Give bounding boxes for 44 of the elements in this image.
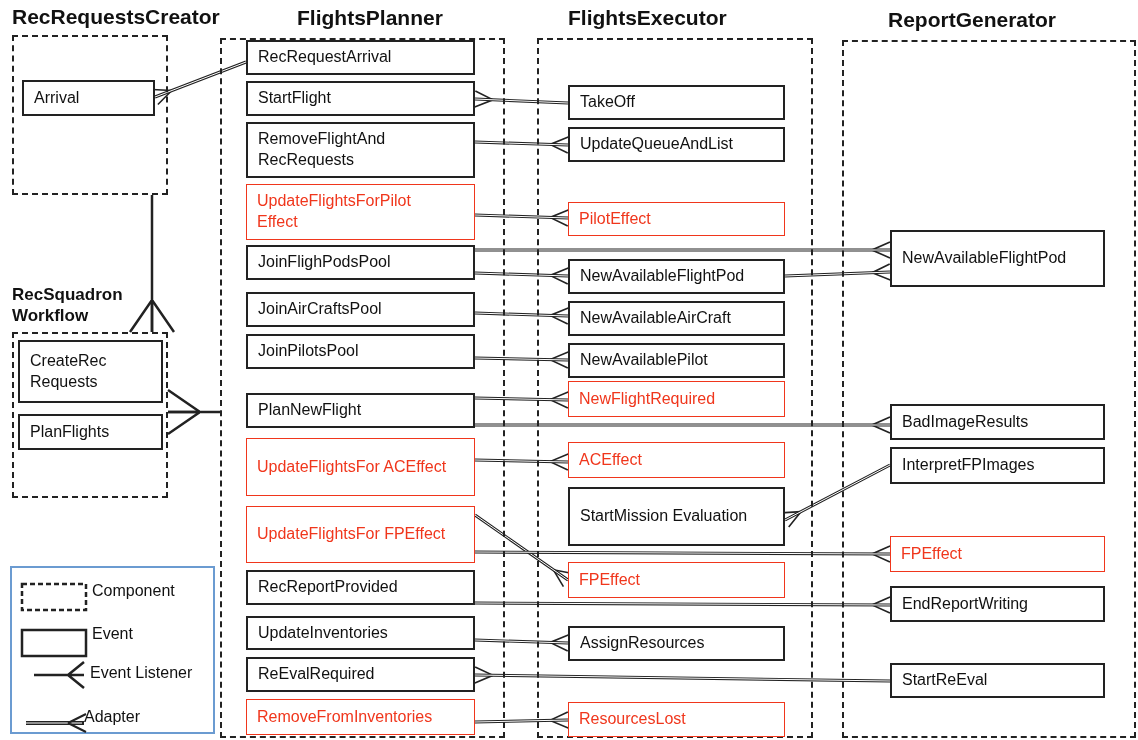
event-box: StartMission Evaluation bbox=[568, 487, 785, 546]
event-box: UpdateFlightsFor ACEffect bbox=[246, 438, 475, 496]
event-box: NewAvailableAirCraft bbox=[568, 301, 785, 336]
event-box: RecRequestArrival bbox=[246, 40, 475, 75]
event-box: NewFlightRequired bbox=[568, 381, 785, 417]
component-title: RecRequestsCreator bbox=[12, 5, 220, 29]
event-box: PlanNewFlight bbox=[246, 393, 475, 428]
legend-label: Event bbox=[92, 625, 133, 643]
event-box: NewAvailableFlightPod bbox=[890, 230, 1105, 287]
event-box: UpdateInventories bbox=[246, 616, 475, 650]
event-box: UpdateFlightsForPilot Effect bbox=[246, 184, 475, 240]
event-box: Arrival bbox=[22, 80, 155, 116]
component-title: FlightsPlanner bbox=[297, 6, 443, 30]
event-box: RemoveFromInventories bbox=[246, 699, 475, 735]
component-title: ReportGenerator bbox=[888, 8, 1057, 32]
legend-label: Component bbox=[92, 582, 175, 600]
event-box: AssignResources bbox=[568, 626, 785, 661]
component-title: RecSquadron Workflow bbox=[12, 284, 124, 327]
event-box: PilotEffect bbox=[568, 202, 785, 236]
event-box: RecReportProvided bbox=[246, 570, 475, 605]
event-box: TakeOff bbox=[568, 85, 785, 120]
event-box: ResourcesLost bbox=[568, 702, 785, 737]
event-box: StartFlight bbox=[246, 81, 475, 116]
event-box: EndReportWriting bbox=[890, 586, 1105, 622]
event-box: FPEffect bbox=[568, 562, 785, 598]
event-box: JoinFlighPodsPool bbox=[246, 245, 475, 280]
event-box: CreateRec Requests bbox=[18, 340, 163, 403]
event-box: ReEvalRequired bbox=[246, 657, 475, 692]
event-box: BadImageResults bbox=[890, 404, 1105, 440]
event-box: JoinAirCraftsPool bbox=[246, 292, 475, 327]
legend-label: Event Listener bbox=[90, 664, 193, 682]
component-title: FlightsExecutor bbox=[568, 6, 727, 30]
event-box: UpdateFlightsFor FPEffect bbox=[246, 506, 475, 563]
event-box: JoinPilotsPool bbox=[246, 334, 475, 369]
event-box: StartReEval bbox=[890, 663, 1105, 698]
event-box: NewAvailablePilot bbox=[568, 343, 785, 378]
event-box: PlanFlights bbox=[18, 414, 163, 450]
event-box: FPEffect bbox=[890, 536, 1105, 572]
event-box: InterpretFPImages bbox=[890, 447, 1105, 484]
event-box: RemoveFlightAnd RecRequests bbox=[246, 122, 475, 178]
event-box: NewAvailableFlightPod bbox=[568, 259, 785, 294]
event-box: UpdateQueueAndList bbox=[568, 127, 785, 162]
event-box: ACEffect bbox=[568, 442, 785, 478]
legend-label: Adapter bbox=[84, 708, 141, 726]
